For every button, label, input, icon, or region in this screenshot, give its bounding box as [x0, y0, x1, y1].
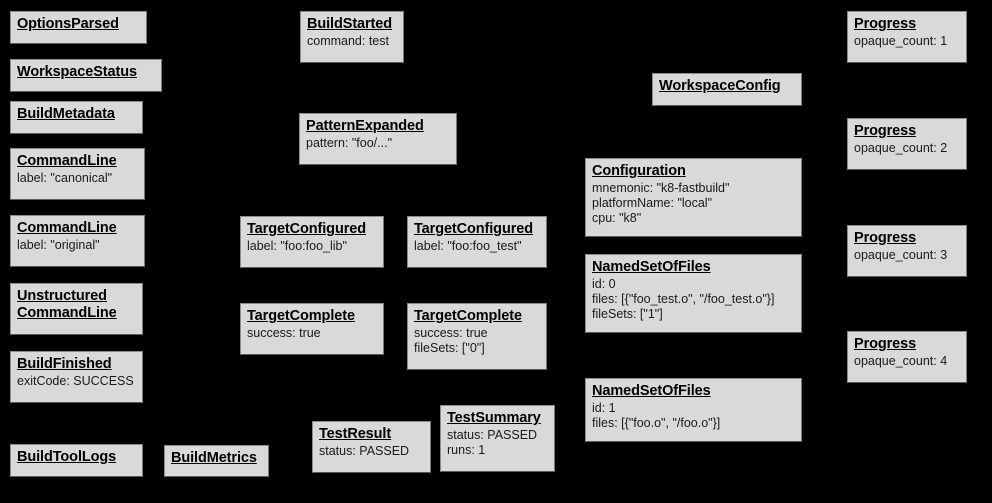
node-field: opaque_count: 4	[854, 354, 948, 368]
node-target-complete-foo-lib[interactable]: TargetComplete success: true	[240, 303, 384, 355]
node-build-tool-logs[interactable]: BuildToolLogs	[10, 444, 143, 477]
node-title: TargetComplete	[247, 308, 355, 324]
node-fields: success: true	[247, 326, 377, 341]
node-build-started[interactable]: BuildStarted command: test	[300, 11, 404, 63]
node-build-finished[interactable]: BuildFinished exitCode: SUCCESS	[10, 351, 143, 403]
node-title: BuildMetrics	[171, 450, 257, 466]
node-workspace-config[interactable]: WorkspaceConfig	[652, 73, 802, 106]
node-progress-2[interactable]: Progress opaque_count: 2	[847, 118, 967, 170]
node-field: opaque_count: 2	[854, 141, 948, 155]
node-field: label: "canonical"	[17, 171, 113, 185]
node-fields: label: "canonical"	[17, 171, 138, 186]
node-progress-4[interactable]: Progress opaque_count: 4	[847, 331, 967, 383]
node-title: BuildStarted	[307, 16, 393, 32]
node-fields: mnemonic: "k8-fastbuild"platformName: "l…	[592, 181, 795, 226]
node-field: label: "foo:foo_lib"	[247, 239, 347, 253]
node-build-metrics[interactable]: BuildMetrics	[164, 445, 269, 477]
node-field: opaque_count: 1	[854, 34, 948, 48]
node-title-line: Unstructured	[17, 288, 107, 304]
node-title: BuildMetadata	[17, 106, 115, 122]
node-field: opaque_count: 3	[854, 248, 948, 262]
node-field: cpu: "k8"	[592, 211, 642, 225]
node-title: BuildToolLogs	[17, 449, 117, 465]
node-fields: command: test	[307, 34, 397, 49]
node-title: TargetConfigured	[247, 221, 366, 237]
node-title: WorkspaceStatus	[17, 64, 137, 80]
node-field: id: 1	[592, 401, 616, 415]
node-title: Configuration	[592, 163, 686, 179]
node-fields: label: "foo:foo_test"	[414, 239, 540, 254]
node-field: success: true	[247, 326, 321, 340]
node-title: CommandLine	[17, 153, 117, 169]
node-test-result[interactable]: TestResult status: PASSED	[312, 421, 431, 473]
node-fields: pattern: "foo/..."	[306, 136, 450, 151]
node-title: NamedSetOfFiles	[592, 383, 711, 399]
node-target-configured-foo-lib[interactable]: TargetConfigured label: "foo:foo_lib"	[240, 216, 384, 268]
node-title: Progress	[854, 336, 917, 352]
node-field: label: "foo:foo_test"	[414, 239, 522, 253]
node-field: fileSets: ["1"]	[592, 307, 663, 321]
node-field: fileSets: ["0"]	[414, 341, 485, 355]
node-configuration[interactable]: Configuration mnemonic: "k8-fastbuild"pla…	[585, 158, 802, 237]
node-field: runs: 1	[447, 443, 486, 457]
node-title: CommandLine	[17, 220, 117, 236]
node-fields: label: "foo:foo_lib"	[247, 239, 377, 254]
node-title: NamedSetOfFiles	[592, 259, 711, 275]
node-field: platformName: "local"	[592, 196, 713, 210]
node-workspace-status[interactable]: WorkspaceStatus	[10, 59, 162, 92]
node-title: Progress	[854, 230, 917, 246]
node-title: TargetComplete	[414, 308, 522, 324]
node-field: pattern: "foo/..."	[306, 136, 393, 150]
node-field: files: [{"foo.o", "/foo.o"}]	[592, 416, 721, 430]
node-options-parsed[interactable]: OptionsParsed	[10, 11, 147, 44]
node-command-line-canonical[interactable]: CommandLine label: "canonical"	[10, 148, 145, 200]
node-fields: exitCode: SUCCESS	[17, 374, 136, 389]
node-title: BuildFinished	[17, 356, 112, 372]
node-fields: label: "original"	[17, 238, 138, 253]
node-command-line-original[interactable]: CommandLine label: "original"	[10, 215, 145, 267]
node-field: mnemonic: "k8-fastbuild"	[592, 181, 730, 195]
node-field: success: true	[414, 326, 488, 340]
node-title: OptionsParsed	[17, 16, 119, 32]
node-title: Progress	[854, 16, 917, 32]
node-fields: opaque_count: 2	[854, 141, 960, 156]
node-fields: status: PASSED	[319, 444, 424, 459]
node-field: command: test	[307, 34, 389, 48]
node-fields: opaque_count: 1	[854, 34, 960, 49]
node-pattern-expanded[interactable]: PatternExpanded pattern: "foo/..."	[299, 113, 457, 165]
node-field: exitCode: SUCCESS	[17, 374, 134, 388]
node-title: TargetConfigured	[414, 221, 533, 237]
node-field: label: "original"	[17, 238, 100, 252]
node-fields: opaque_count: 4	[854, 354, 960, 369]
node-title: PatternExpanded	[306, 118, 424, 134]
node-progress-1[interactable]: Progress opaque_count: 1	[847, 11, 967, 63]
node-title: Progress	[854, 123, 917, 139]
node-title: TestSummary	[447, 410, 541, 426]
node-field: status: PASSED	[319, 444, 410, 458]
node-title-line: CommandLine	[17, 305, 117, 321]
node-progress-3[interactable]: Progress opaque_count: 3	[847, 225, 967, 277]
node-field: files: [{"foo_test.o", "/foo_test.o"}]	[592, 292, 775, 306]
node-title: WorkspaceConfig	[659, 78, 781, 94]
node-fields: opaque_count: 3	[854, 248, 960, 263]
node-title: TestResult	[319, 426, 392, 442]
node-build-metadata[interactable]: BuildMetadata	[10, 101, 143, 134]
node-target-configured-foo-test[interactable]: TargetConfigured label: "foo:foo_test"	[407, 216, 547, 268]
node-field: status: PASSED	[447, 428, 538, 442]
node-field: id: 0	[592, 277, 616, 291]
